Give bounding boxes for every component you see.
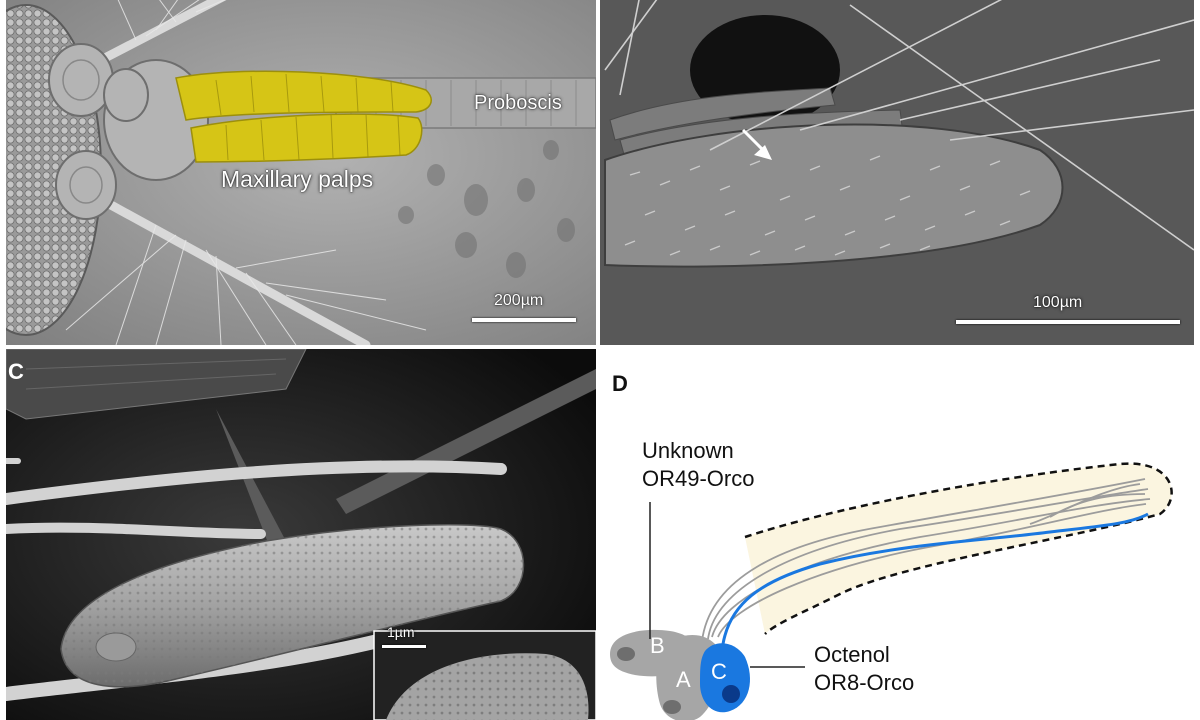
or8-orco-label: OR8-Orco xyxy=(814,670,915,695)
panel-d-diagram: D Unknown OR49-Orco Octenol OR8-Orco B A… xyxy=(600,349,1194,720)
arrow-icon xyxy=(741,128,772,160)
panel-b-image xyxy=(600,0,1194,345)
cell-c-label: C xyxy=(711,659,727,684)
scale-bar-b xyxy=(956,320,1180,324)
unknown-label: Unknown xyxy=(642,438,734,463)
scale-label-b: 100µm xyxy=(1033,294,1083,311)
scale-label-a: 200µm xyxy=(494,292,544,309)
octenol-label: Octenol xyxy=(814,642,890,667)
maxillary-palps-highlight xyxy=(175,70,432,163)
panel-c-sem-sensillum: C 1µm xyxy=(6,349,596,720)
cell-a-label: A xyxy=(676,667,691,692)
panel-c-image xyxy=(6,349,596,720)
panel-d-image xyxy=(610,462,1173,720)
cell-c-body xyxy=(700,643,750,713)
or49-orco-label: OR49-Orco xyxy=(642,466,755,491)
scale-bar-a xyxy=(472,318,576,322)
panel-a-sem-head: Proboscis Maxillary palps 200µm xyxy=(6,0,596,345)
inset-scale-bar xyxy=(382,645,426,648)
sensillum-outline xyxy=(744,462,1173,635)
panel-a-image xyxy=(6,0,596,345)
inset-scale-label: 1µm xyxy=(387,624,415,640)
proboscis-label: Proboscis xyxy=(474,92,562,114)
panel-b-sem-palp: 100µm xyxy=(600,0,1194,345)
cell-b-label: B xyxy=(650,633,665,658)
panel-d-letter: D xyxy=(612,371,628,396)
maxillary-palps-label: Maxillary palps xyxy=(221,166,374,192)
panel-c-letter: C xyxy=(8,359,24,384)
